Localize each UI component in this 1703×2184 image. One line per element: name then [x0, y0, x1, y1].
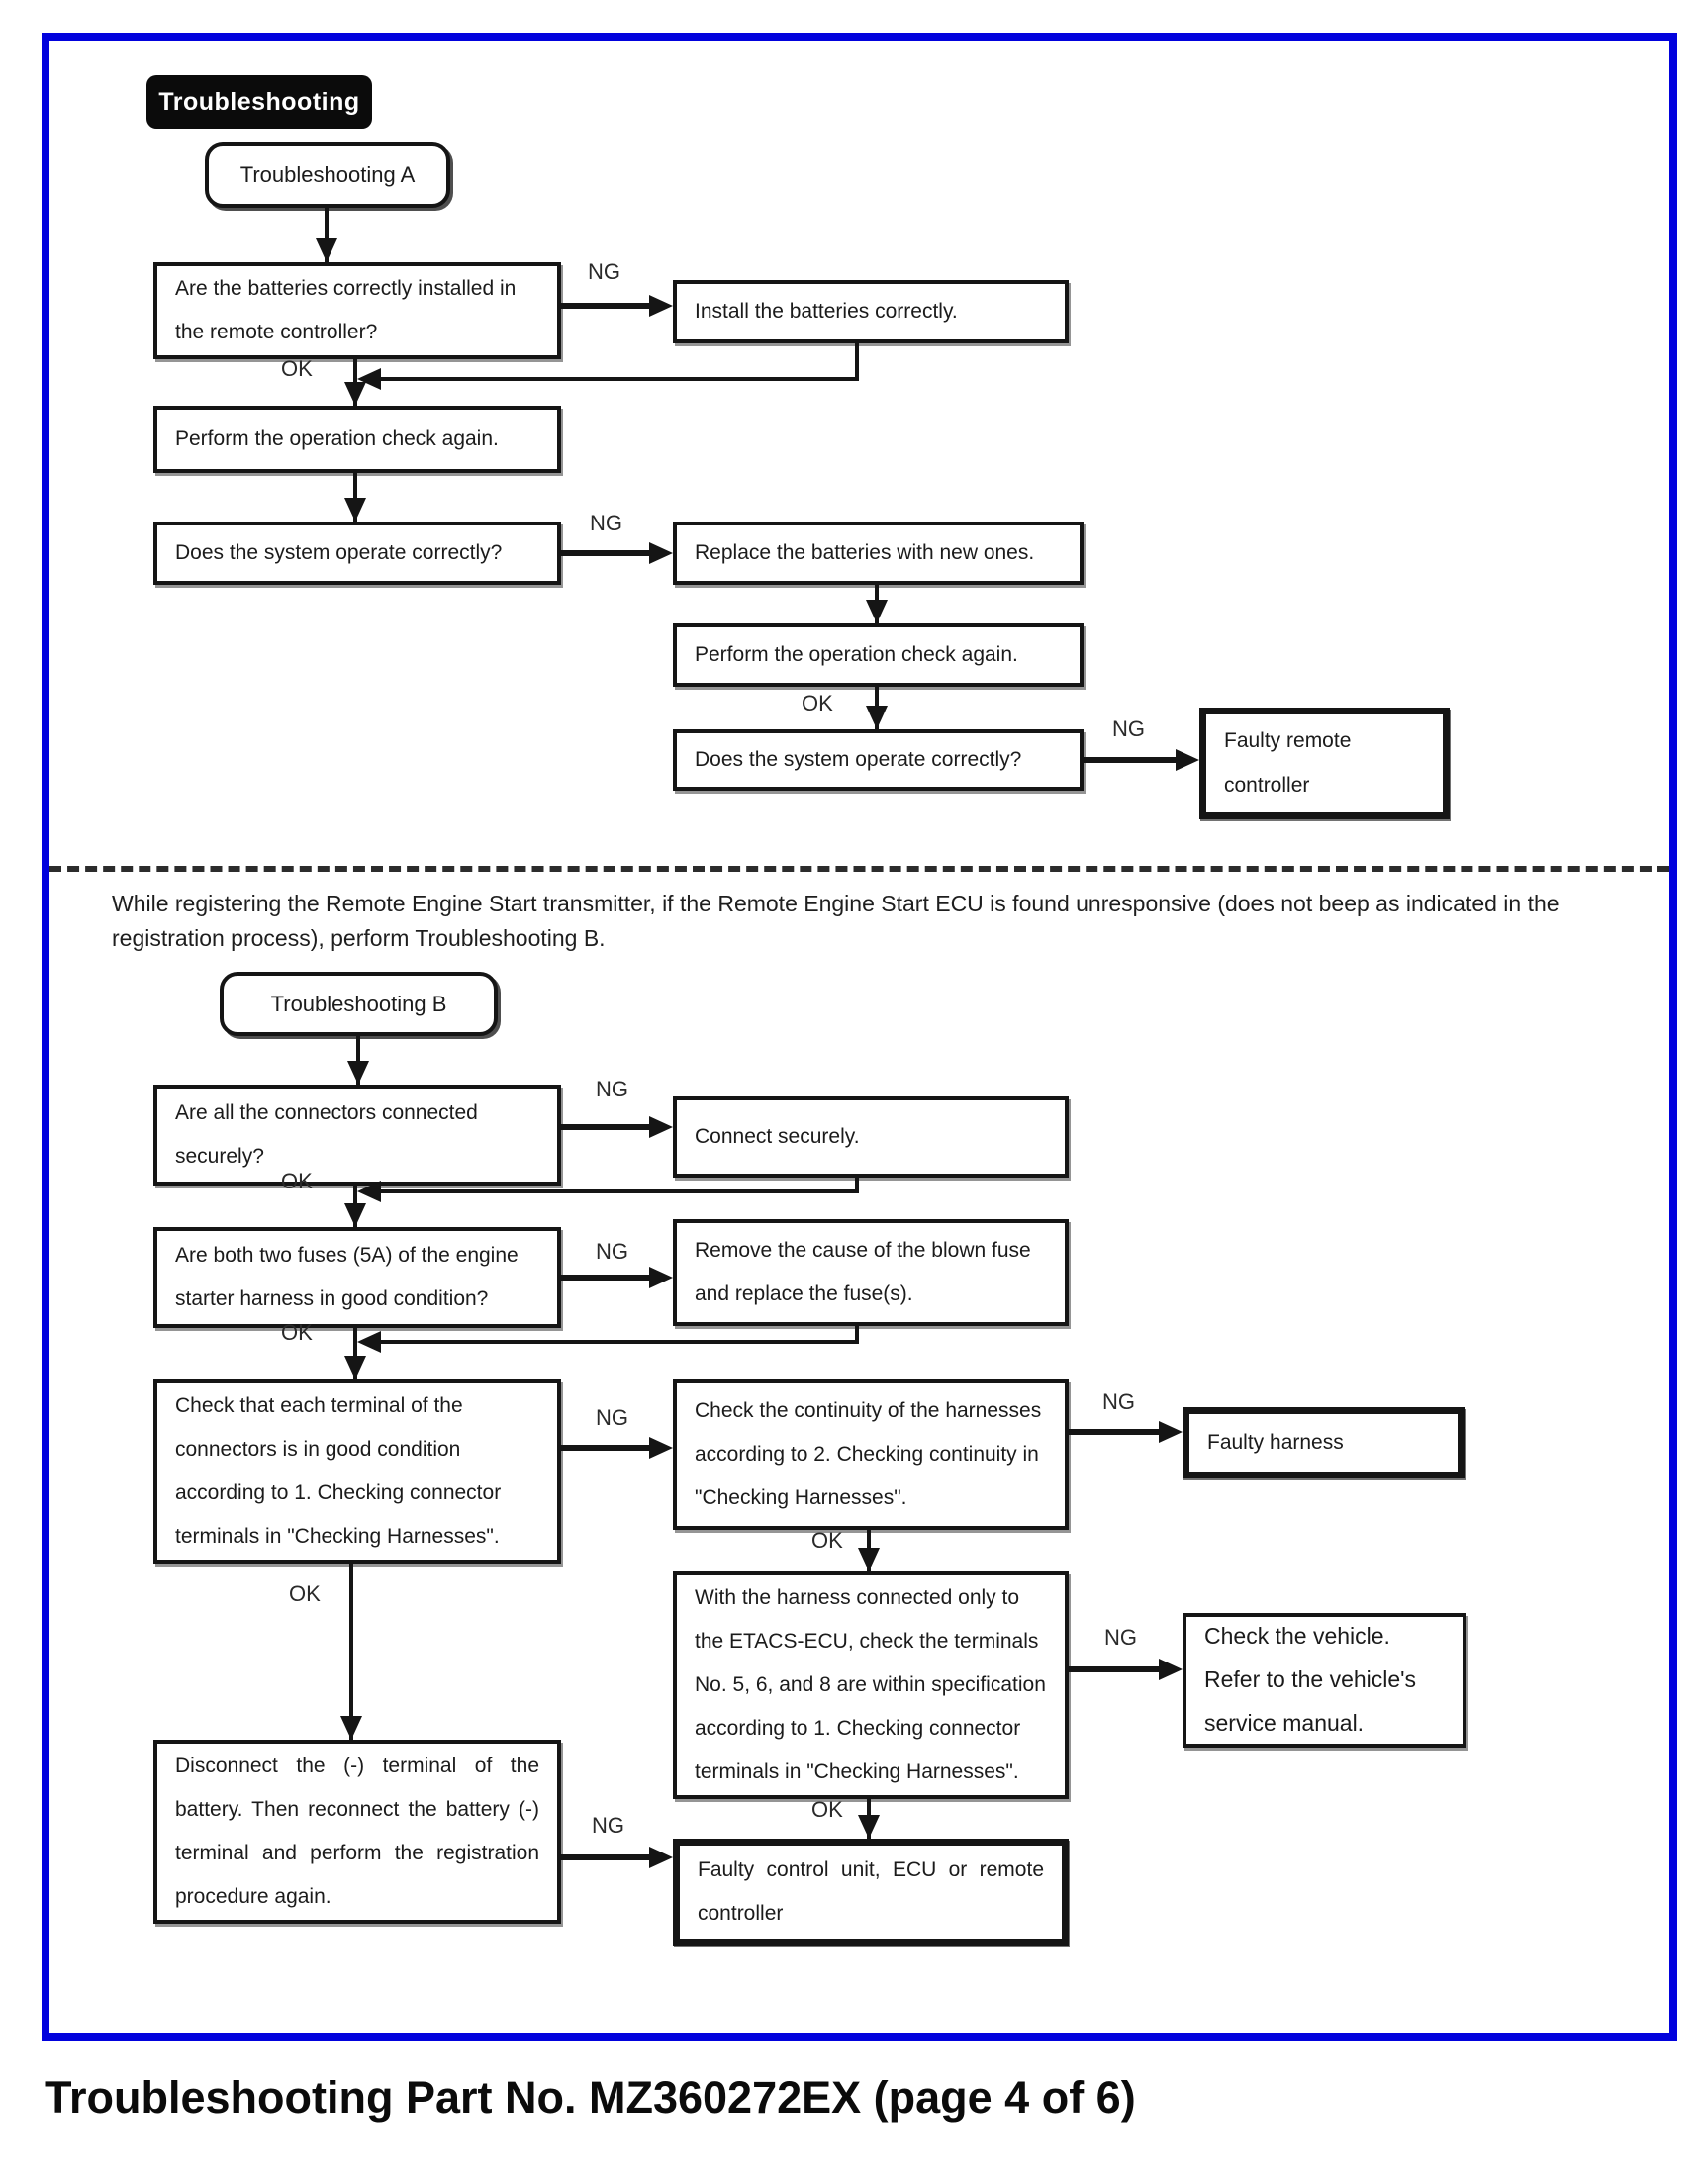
step-box-q-connectors: Are all the connectors connected securel…	[153, 1085, 561, 1186]
connector-line	[561, 303, 655, 309]
step-box-check-vehicle: Check the vehicle. Refer to the vehicle'…	[1183, 1613, 1466, 1748]
arrowhead-down-icon	[344, 1203, 366, 1227]
ng-label: NG	[596, 1239, 628, 1264]
arrowhead-down-icon	[340, 1716, 362, 1740]
connector-line	[1084, 757, 1180, 763]
connector-line	[1069, 1429, 1165, 1435]
ok-label: OK	[811, 1797, 843, 1822]
step-box-check-again-2: Perform the operation check again.	[673, 623, 1084, 687]
ok-label: OK	[281, 1169, 313, 1193]
connector-line	[349, 1564, 353, 1740]
arrowhead-right-icon	[649, 1847, 673, 1868]
step-box-etacs: With the harness connected only to the E…	[673, 1571, 1069, 1799]
connector-line	[855, 1326, 859, 1344]
step-box-q-operate-1: Does the system operate correctly?	[153, 522, 561, 585]
arrowhead-right-icon	[1176, 749, 1199, 771]
ng-label: NG	[1104, 1625, 1137, 1650]
step-box-q-fuses: Are both two fuses (5A) of the engine st…	[153, 1227, 561, 1328]
ng-label: NG	[1102, 1389, 1135, 1414]
arrowhead-right-icon	[649, 542, 673, 564]
arrowhead-down-icon	[858, 1815, 880, 1839]
ng-label: NG	[590, 511, 622, 535]
arrowhead-right-icon	[1159, 1421, 1183, 1443]
intro-paragraph: While registering the Remote Engine Star…	[112, 891, 1560, 951]
page-caption: Troubleshooting Part No. MZ360272EX (pag…	[45, 2072, 1136, 2123]
step-box-continuity: Check the continuity of the harnesses ac…	[673, 1379, 1069, 1530]
connector-line	[1069, 1666, 1165, 1672]
arrowhead-down-icon	[344, 498, 366, 522]
end-box-faulty-harness: Faulty harness	[1183, 1407, 1465, 1478]
ng-label: NG	[1112, 716, 1145, 741]
arrowhead-right-icon	[649, 295, 673, 317]
connector-line	[561, 1445, 655, 1451]
flow-a-start-terminal: Troubleshooting A	[205, 142, 450, 208]
arrowhead-down-icon	[866, 706, 888, 729]
arrowhead-right-icon	[1159, 1659, 1183, 1680]
step-box-q-terminals: Check that each terminal of the connecto…	[153, 1379, 561, 1564]
connector-line	[855, 343, 859, 381]
arrowhead-down-icon	[316, 238, 337, 262]
ng-label: NG	[588, 259, 620, 284]
ok-label: OK	[289, 1581, 321, 1606]
flow-b-start-terminal: Troubleshooting B	[220, 972, 498, 1036]
ng-label: NG	[596, 1405, 628, 1430]
connector-line	[561, 1124, 655, 1130]
step-box-battery-reset: Disconnect the (-) terminal of the batte…	[153, 1740, 561, 1924]
step-box-q-operate-2: Does the system operate correctly?	[673, 729, 1084, 791]
section-divider	[49, 866, 1669, 872]
connector-line	[353, 1328, 357, 1379]
arrowhead-left-icon	[357, 1331, 381, 1353]
ng-label: NG	[592, 1813, 624, 1838]
arrowhead-right-icon	[649, 1437, 673, 1459]
ok-label: OK	[811, 1528, 843, 1553]
arrowhead-right-icon	[649, 1267, 673, 1288]
arrowhead-down-icon	[344, 1356, 366, 1379]
arrowhead-right-icon	[649, 1116, 673, 1138]
step-box-check-again-1: Perform the operation check again.	[153, 406, 561, 473]
connector-line	[325, 208, 329, 262]
connector-line	[375, 377, 859, 381]
step-box-replace-batteries: Replace the batteries with new ones.	[673, 522, 1084, 585]
connector-line	[561, 1275, 655, 1281]
troubleshooting-badge: Troubleshooting	[146, 75, 372, 129]
arrowhead-down-icon	[866, 600, 888, 623]
step-box-install-batteries: Install the batteries correctly.	[673, 280, 1069, 343]
step-box-connect-securely: Connect securely.	[673, 1096, 1069, 1178]
end-box-faulty-ecu: Faulty control unit, ECU or remote contr…	[673, 1839, 1069, 1946]
connector-line	[561, 550, 655, 556]
connector-line	[356, 1036, 360, 1085]
arrowhead-down-icon	[344, 382, 366, 406]
arrowhead-down-icon	[347, 1061, 369, 1085]
step-box-q-batteries: Are the batteries correctly installed in…	[153, 262, 561, 359]
arrowhead-left-icon	[357, 1181, 381, 1202]
ok-label: OK	[281, 356, 313, 381]
end-box-faulty-remote: Faulty remote controller	[1199, 708, 1450, 819]
ok-label: OK	[802, 691, 833, 715]
connector-line	[561, 1854, 655, 1860]
ng-label: NG	[596, 1077, 628, 1101]
connector-line	[855, 1178, 859, 1193]
connector-line	[353, 473, 357, 522]
connector-line	[375, 1189, 859, 1193]
connector-line	[375, 1340, 859, 1344]
step-box-fuse-fix: Remove the cause of the blown fuse and r…	[673, 1219, 1069, 1326]
ok-label: OK	[281, 1320, 313, 1345]
arrowhead-down-icon	[858, 1548, 880, 1571]
